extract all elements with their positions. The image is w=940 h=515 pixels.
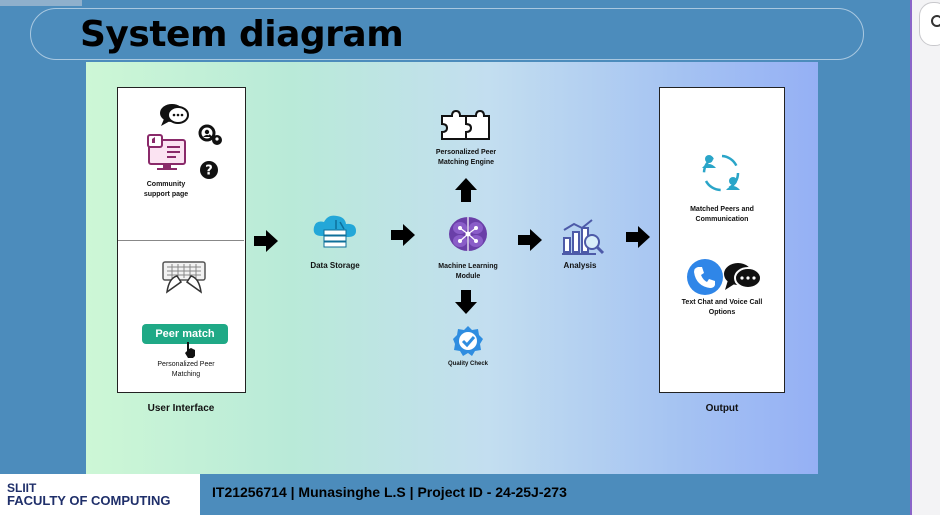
computer-like-icon: [147, 134, 186, 170]
community-support-label: Community support page: [143, 181, 189, 198]
system-diagram: ? Community support page Peer match Pers…: [86, 62, 818, 474]
pointer-hand-icon: [185, 342, 195, 358]
arrow-right-icon: [518, 229, 542, 251]
search-people-icon: [198, 124, 222, 145]
chat-bubbles-icon: [160, 104, 189, 126]
question-icon: ?: [200, 161, 218, 179]
people-network-icon: [702, 154, 740, 192]
check-badge-icon: [453, 326, 483, 356]
cloud-database-icon: [313, 215, 356, 248]
slide: System diagram: [0, 0, 910, 515]
analytics-icon: [562, 219, 605, 255]
brain-icon: [449, 217, 487, 251]
output-caption: Output: [705, 403, 739, 414]
analysis-label: Analysis: [563, 261, 597, 270]
ml-module-label: Machine Learning Module: [438, 263, 498, 280]
peer-match-button[interactable]: Peer match: [142, 324, 228, 344]
user-interface-caption: User Interface: [147, 403, 215, 414]
slide-top-strip: [0, 0, 82, 6]
personalized-peer-matching-label: Personalized Peer Matching: [157, 361, 215, 378]
phone-icon: [687, 259, 723, 295]
matching-engine-label: Personalized Peer Matching Engine: [435, 149, 497, 166]
output-box: [659, 87, 785, 393]
svg-text:?: ?: [205, 164, 213, 179]
arrow-right-icon: [391, 224, 415, 246]
chat-icon: [724, 263, 762, 290]
faculty-logo-text: FACULTY OF COMPUTING: [7, 493, 171, 508]
search-button[interactable]: [919, 2, 940, 46]
right-side-panel: [910, 0, 940, 515]
matched-peers-label: Matched Peers and Communication: [690, 206, 754, 223]
slide-title: System diagram: [80, 14, 404, 55]
ui-divider: [118, 240, 244, 241]
arrow-up-icon: [455, 178, 477, 202]
title-pill: [30, 8, 864, 60]
arrow-down-icon: [455, 290, 477, 314]
puzzle-icon: [441, 109, 490, 140]
keyboard-hands-icon: [162, 261, 206, 294]
data-storage-label: Data Storage: [310, 261, 360, 270]
sliit-logo-panel: [0, 474, 200, 515]
search-icon: [931, 15, 940, 27]
arrow-right-icon: [626, 226, 650, 248]
quality-check-label: Quality Check: [447, 361, 488, 367]
footer-text: IT21256714 | Munasinghe L.S | Project ID…: [212, 484, 567, 500]
sliit-logo-text: SLIIT: [7, 481, 37, 495]
chat-voice-options-label: Text Chat and Voice Call Options: [681, 299, 763, 316]
arrow-right-icon: [254, 230, 278, 252]
